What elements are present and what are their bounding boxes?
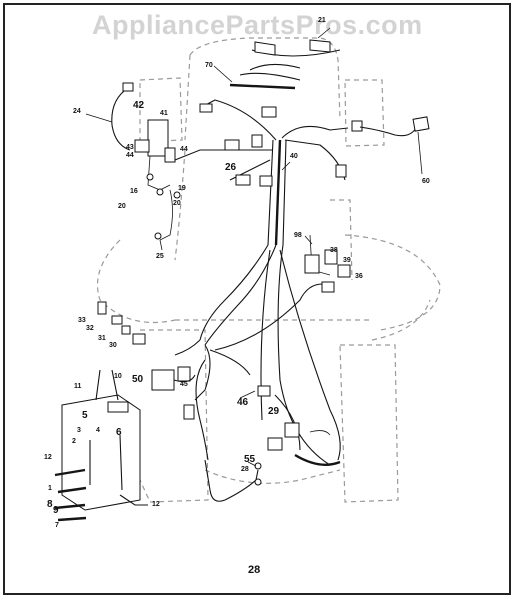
- connector-26b: [259, 175, 273, 187]
- callout-44a: 44: [126, 152, 134, 159]
- callout-29: 29: [268, 406, 280, 417]
- wire-24: [111, 87, 131, 151]
- callout-26: 26: [225, 162, 237, 173]
- callout-50: 50: [132, 374, 144, 385]
- callout-labels: 21 70 24 42 41 43 44 44 16 19 20 20 26 4…: [44, 17, 430, 529]
- rear-connector-wire: [294, 453, 341, 466]
- callout-21: 21: [318, 17, 326, 24]
- wire-24-connector: [122, 82, 134, 92]
- part-29-lead: [309, 430, 331, 436]
- solenoid-wire: [173, 374, 196, 383]
- part-70-lead-2: [249, 63, 301, 71]
- callout-40: 40: [290, 153, 298, 160]
- callout-11: 11: [74, 383, 82, 390]
- callout-33: 33: [78, 317, 86, 324]
- headlight-connectors: [97, 301, 146, 345]
- callout-42: 42: [133, 100, 145, 111]
- callout-4: 4: [96, 427, 100, 434]
- part-46-wire: [239, 390, 256, 399]
- part-70-cable: [229, 83, 296, 90]
- battery-assembly: [54, 369, 148, 522]
- callout-36: 36: [355, 273, 363, 280]
- page-border: [3, 3, 511, 595]
- callout-3: 3: [77, 427, 81, 434]
- page-number: 28: [248, 564, 261, 576]
- callout-32: 32: [86, 325, 94, 332]
- callout-44b: 44: [180, 146, 188, 153]
- strap-clip-left: [254, 41, 276, 56]
- terminal-55: [254, 462, 262, 470]
- callout-16: 16: [130, 188, 138, 195]
- connector-60: [412, 116, 430, 132]
- callout-43: 43: [126, 144, 134, 151]
- wire-60: [359, 126, 417, 137]
- callout-5: 5: [82, 410, 88, 421]
- callout-9: 9: [53, 505, 59, 516]
- part-70-lead: [239, 72, 301, 81]
- callout-8: 8: [47, 499, 53, 510]
- callout-24: 24: [73, 108, 81, 115]
- callout-7: 7: [55, 522, 59, 529]
- callout-98: 98: [294, 232, 302, 239]
- callout-45: 45: [180, 381, 188, 388]
- solenoid-50: [151, 369, 175, 391]
- callout-25: 25: [156, 253, 164, 260]
- callout-38: 38: [330, 247, 338, 254]
- callout-20a: 20: [118, 203, 126, 210]
- callout-19: 19: [178, 185, 186, 192]
- callout-28: 28: [241, 466, 249, 473]
- part-29-plug: [267, 437, 283, 451]
- connector-40: [335, 164, 347, 178]
- connector-a: [199, 103, 213, 113]
- callout-46: 46: [237, 397, 249, 408]
- callout-41: 41: [160, 110, 168, 117]
- callout-6: 6: [116, 427, 122, 438]
- rear-wire-right: [329, 409, 341, 461]
- connector-d: [251, 134, 263, 148]
- rear-wire: [274, 394, 301, 451]
- callout-39: 39: [343, 257, 351, 264]
- watermark: AppliancePartsPros.com: [92, 10, 423, 40]
- ignition-switch-assembly: [134, 119, 181, 241]
- callout-20b: 20: [173, 200, 181, 207]
- callout-12b: 12: [152, 501, 160, 508]
- callout-12a: 12: [44, 454, 52, 461]
- ground-wire: [204, 459, 259, 502]
- part-45: [177, 366, 191, 382]
- callout-70: 70: [205, 62, 213, 69]
- tractor-outline: [96, 37, 441, 503]
- callout-60: 60: [422, 178, 430, 185]
- connector-60-left: [351, 120, 363, 132]
- callout-55: 55: [244, 454, 256, 465]
- leader-lines: [85, 27, 423, 467]
- strap-clip-right: [309, 39, 331, 53]
- connector-26: [235, 174, 251, 186]
- callout-10: 10: [114, 373, 122, 380]
- connector-b: [261, 106, 277, 118]
- terminal-28: [254, 478, 262, 486]
- seat-switch-assembly: [304, 234, 351, 293]
- callout-31: 31: [98, 335, 106, 342]
- callout-30: 30: [109, 342, 117, 349]
- callout-1: 1: [48, 485, 52, 492]
- fuse-holder: [183, 404, 195, 420]
- connector-c: [224, 139, 240, 151]
- part-29: [284, 422, 300, 438]
- part-46: [257, 385, 271, 397]
- callout-2: 2: [72, 438, 76, 445]
